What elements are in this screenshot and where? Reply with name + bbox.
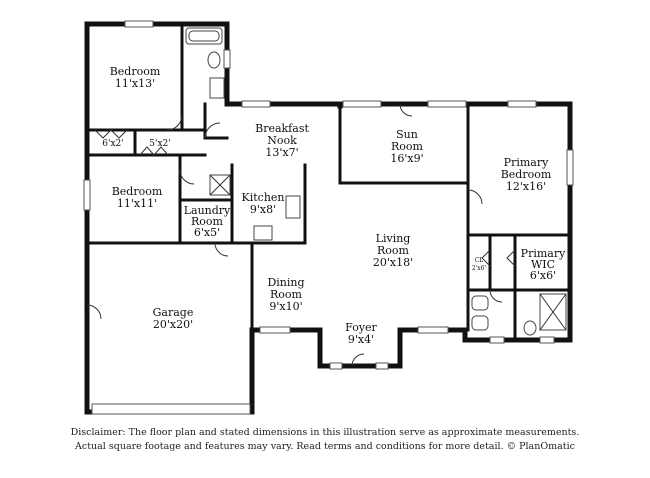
laundry-name-1: Laundry — [184, 204, 231, 217]
toilet — [207, 51, 221, 69]
window — [241, 100, 271, 108]
doors — [86, 103, 516, 367]
door-swing — [489, 289, 503, 303]
window — [375, 362, 389, 370]
garage-dim: 20'x20' — [153, 318, 193, 331]
sun-room-name-2: Room — [391, 140, 424, 153]
dining-room-name-1: Dining — [267, 276, 304, 289]
window — [223, 49, 231, 69]
garage-door — [91, 403, 251, 415]
window — [427, 100, 467, 108]
breakfast-name-2: Nook — [267, 134, 297, 147]
cl-dim: 2'x6' — [472, 265, 487, 272]
closet-b-dim: 5'x2' — [149, 139, 170, 149]
kitchen-name: Kitchen — [242, 191, 285, 204]
sun-room-name-1: Sun — [396, 128, 418, 141]
door-swing — [351, 353, 365, 367]
stove — [253, 225, 273, 241]
window — [83, 179, 91, 211]
toilet — [523, 320, 537, 336]
kitchen-dim: 9'x8' — [250, 203, 276, 216]
primary-bedroom-dim: 12'x16' — [506, 180, 546, 193]
bath-sink — [471, 315, 489, 331]
vanity — [209, 77, 225, 99]
primary-bedroom-name-2: Bedroom — [501, 168, 552, 181]
windows — [83, 20, 574, 415]
garage-name: Garage — [153, 306, 194, 319]
window — [489, 336, 505, 344]
bifold-door — [506, 249, 516, 267]
window — [566, 149, 574, 186]
foyer-dim: 9'x4' — [348, 333, 374, 346]
fixtures — [185, 27, 567, 336]
living-room-name-2: Room — [377, 244, 410, 257]
bifold-door — [139, 146, 169, 156]
window — [329, 362, 343, 370]
bedroom-mid-dim: 11'x11' — [117, 197, 157, 210]
window — [507, 100, 537, 108]
door-swing — [179, 169, 195, 185]
kitchen-sink — [285, 195, 301, 219]
window — [342, 100, 382, 108]
bathtub-basin — [188, 30, 220, 42]
room-labels: Bedroom 11'x13' 6'x2' 5'x2' Bedroom 11'x… — [102, 65, 566, 346]
interior-walls — [85, 22, 572, 342]
window — [259, 326, 291, 334]
foyer-name: Foyer — [345, 321, 377, 334]
bifold-door — [481, 249, 491, 267]
exterior-walls — [84, 21, 573, 415]
breakfast-name-1: Breakfast — [255, 122, 309, 135]
bedroom-top-dim: 11'x13' — [115, 77, 155, 90]
primary-bedroom-name-1: Primary — [504, 156, 549, 169]
bifold-door — [94, 129, 128, 139]
window — [539, 336, 555, 344]
disclaimer-line-2: Actual square footage and features may v… — [75, 441, 575, 452]
closet-a-dim: 6'x2' — [102, 139, 123, 149]
cl-label: CL — [475, 257, 484, 264]
door-swing — [399, 103, 413, 117]
bedroom-top-name: Bedroom — [110, 65, 161, 78]
primary-wic-dim: 6'x6' — [530, 269, 556, 282]
door-swing — [467, 189, 483, 205]
dining-room-name-2: Room — [270, 288, 303, 301]
door-swing — [86, 304, 102, 320]
laundry-dim: 6'x5' — [194, 226, 220, 239]
bedroom-mid-name: Bedroom — [112, 185, 163, 198]
window — [417, 326, 449, 334]
door-swing — [166, 114, 183, 131]
disclaimer-line-1: Disclaimer: The floor plan and stated di… — [70, 427, 580, 438]
living-room-name-1: Living — [376, 232, 411, 245]
sun-room-dim: 16'x9' — [390, 152, 423, 165]
window — [124, 20, 154, 28]
dining-room-dim: 9'x10' — [269, 300, 302, 313]
breakfast-dim: 13'x7' — [265, 146, 298, 159]
bath-sink — [471, 295, 489, 311]
door-swing — [214, 242, 229, 257]
laundry-name-2: Room — [191, 215, 224, 228]
door-swing — [204, 122, 221, 139]
primary-wic-name-2: WIC — [531, 258, 555, 271]
living-room-dim: 20'x18' — [373, 256, 413, 269]
primary-wic-name-1: Primary — [521, 247, 566, 260]
